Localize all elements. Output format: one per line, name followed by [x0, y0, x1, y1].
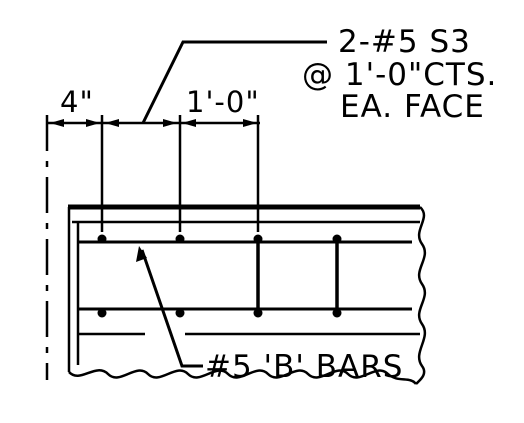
dimension-left-label: 4" — [60, 85, 94, 119]
callout-each-face: EA. FACE — [340, 89, 485, 125]
callout-bar-mark: 2-#5 S3 — [338, 24, 471, 60]
b-bars — [78, 240, 412, 311]
slab-section — [67, 204, 427, 385]
stirrups — [256, 238, 339, 314]
bar-dots — [97, 234, 342, 318]
dimension-right-label: 1'-0" — [186, 85, 260, 119]
extension-lines — [100, 115, 260, 232]
dimension-line — [47, 119, 260, 127]
callout-b-bars: #5 'B' BARS — [205, 349, 403, 385]
callout-bottom-leader — [136, 246, 203, 368]
callout-spacing: @ 1'-0"CTS. — [302, 57, 497, 93]
callout-top-leader — [141, 40, 327, 124]
